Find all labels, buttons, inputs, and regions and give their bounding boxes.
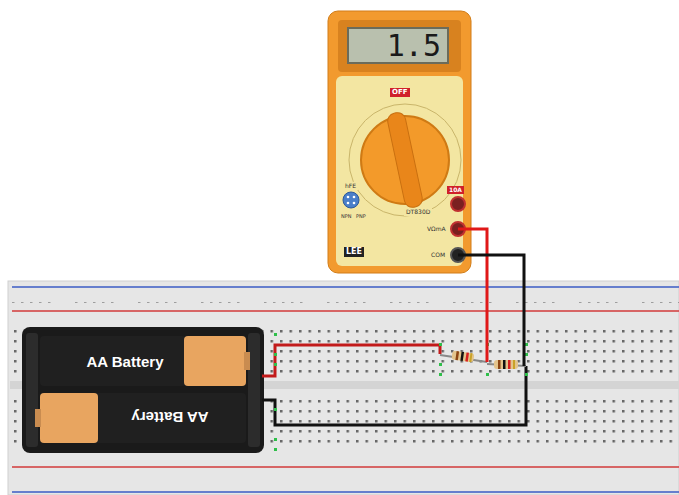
socket-label: hFE — [343, 182, 358, 190]
red-wire — [262, 345, 440, 376]
jack-label: 10A — [447, 186, 464, 194]
black-wire — [262, 366, 526, 425]
socket-label: PNP — [354, 213, 368, 220]
battery-label: AA Battery — [87, 353, 164, 370]
brand-logo: LEE — [344, 247, 364, 257]
multimeter — [328, 11, 471, 273]
breadboard-contact — [274, 333, 528, 451]
resistor-symbol — [487, 360, 526, 369]
battery: AA Battery — [95, 393, 245, 443]
jack-label: COM — [429, 251, 447, 259]
battery-holder — [22, 327, 264, 453]
switch-label: OFF — [390, 88, 410, 97]
battery-label: AA Battery — [132, 410, 209, 427]
socket-label: NPN — [339, 213, 354, 220]
breadboard — [8, 281, 679, 495]
battery: AA Battery — [50, 336, 200, 386]
jack-label: VΩmA — [425, 225, 448, 233]
display-reading: 1.5 — [387, 28, 441, 63]
red-probe-lead — [458, 229, 487, 362]
model-label: DT830D — [404, 208, 432, 216]
lcd-display: 1.5 — [347, 27, 449, 64]
black-probe-lead — [458, 255, 524, 366]
resistor-symbol — [440, 351, 487, 363]
